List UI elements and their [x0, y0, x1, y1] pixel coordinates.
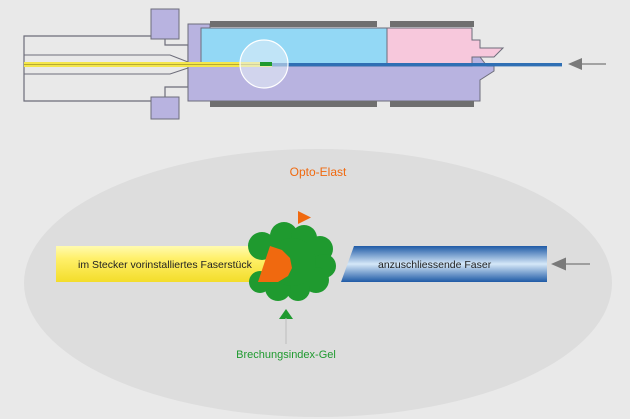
detail-arrow-head [551, 257, 566, 271]
connector-flange-bottom [150, 96, 180, 120]
connector-cross-section [23, 8, 606, 120]
insertion-arrow-head [568, 58, 582, 70]
gel-marker [279, 309, 293, 319]
connector-pink-block [386, 27, 505, 67]
refractive-gel-label: Brechungsindex-Gel [236, 349, 336, 361]
joint-gel-dot [260, 62, 272, 66]
connector-sleeve [210, 101, 377, 107]
connector-inner-cone [24, 67, 189, 75]
connector-light-blue-block [200, 27, 388, 67]
connector-inner-cone [24, 54, 189, 63]
connector-sleeve [210, 21, 377, 27]
fiber-yellow-detail [56, 246, 272, 282]
connector-flange-top [150, 8, 180, 40]
connector-sleeve [390, 21, 474, 27]
fiber-blue-incoming [272, 63, 562, 67]
incoming-fiber-label: anzuschliessende Faser [378, 259, 492, 271]
opto-elast-label: Opto-Elast [290, 165, 347, 179]
fiber-blue-detail [341, 246, 547, 282]
pre-installed-fiber-label: im Stecker vorinstalliertes Faserstück [78, 259, 253, 271]
connector-left-housing [23, 35, 189, 102]
connector-sleeve [390, 101, 474, 107]
opto-elast-wedge [258, 246, 292, 282]
opto-elast-marker [298, 211, 311, 224]
